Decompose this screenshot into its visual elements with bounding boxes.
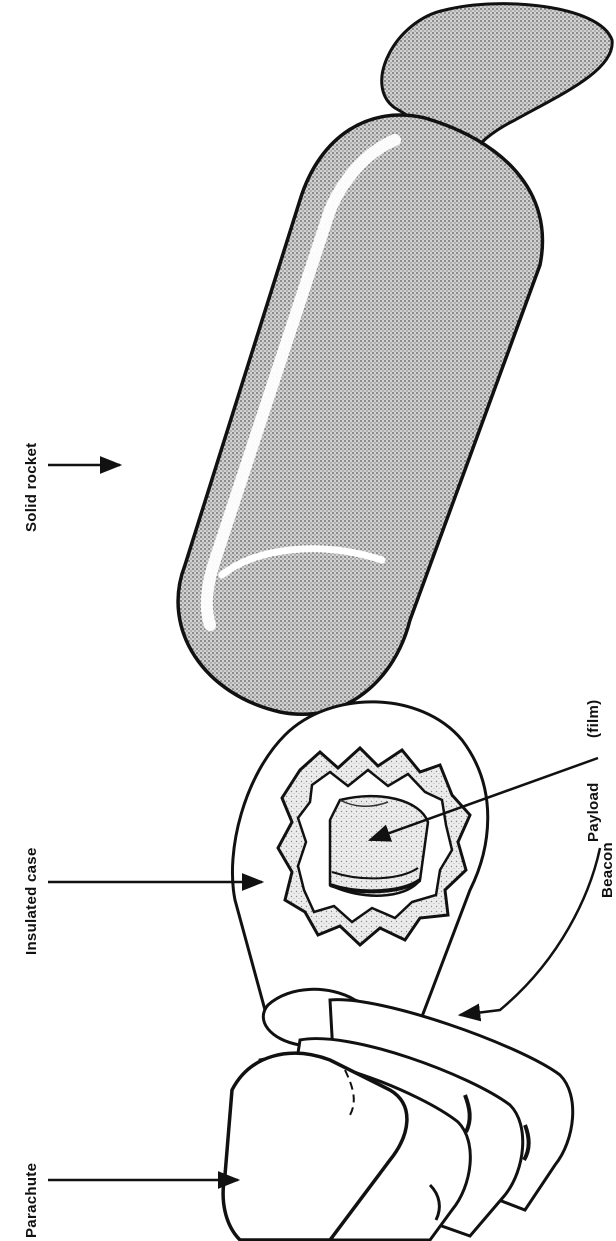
solid-rocket [178, 4, 612, 715]
label-payload-note: (film) [585, 700, 602, 738]
parachute-pack [223, 989, 573, 1240]
label-insulated-case: Insulated case [23, 847, 40, 955]
insulated-case [232, 702, 487, 1035]
rocket-body [178, 115, 542, 714]
label-beacon: Beacon [599, 842, 616, 898]
payload-film-roll [330, 796, 428, 896]
beacon-leader [460, 848, 600, 1015]
label-payload: Payload [585, 782, 602, 842]
label-parachute: Parachute [23, 1163, 40, 1238]
label-solid-rocket: Solid rocket [23, 443, 40, 532]
